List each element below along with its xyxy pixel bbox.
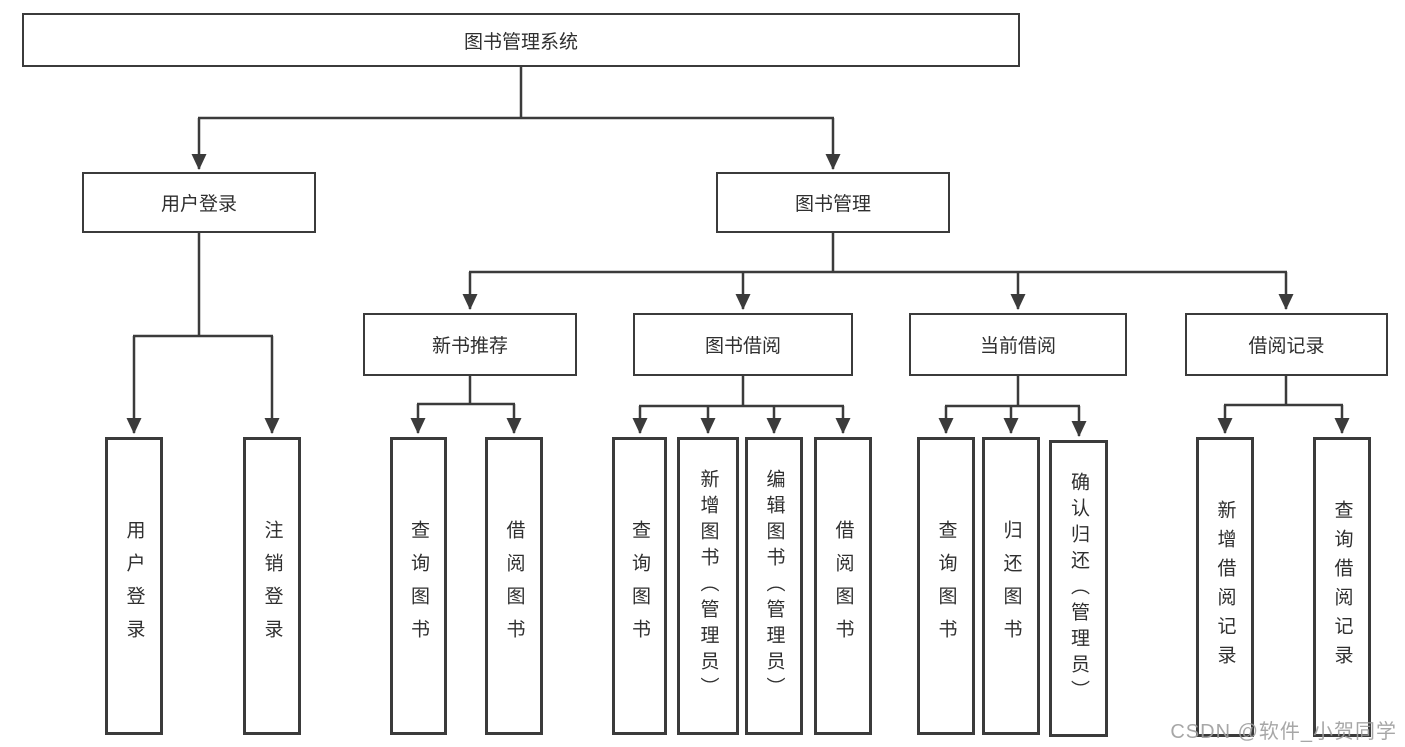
- leaf-query-borrow-record: 查询借阅记录: [1313, 437, 1371, 737]
- node-current-borrow: 当前借阅: [909, 313, 1127, 376]
- leaf-query-books: 查询图书: [917, 437, 975, 735]
- leaf-query-books: 查询图书: [612, 437, 667, 735]
- node-borrow-records: 借阅记录: [1185, 313, 1388, 376]
- leaf-return-book: 归还图书: [982, 437, 1040, 735]
- node-new-book-recommend: 新书推荐: [363, 313, 577, 376]
- node-user-login: 用户登录: [82, 172, 316, 233]
- watermark-text: CSDN @软件_小贺同学: [1170, 721, 1397, 743]
- node-book-management: 图书管理: [716, 172, 950, 233]
- leaf-edit-book-admin: 编辑图书（管理员）: [745, 437, 803, 735]
- leaf-user-login: 用户登录: [105, 437, 163, 735]
- node-book-borrow: 图书借阅: [633, 313, 853, 376]
- leaf-add-borrow-record: 新增借阅记录: [1196, 437, 1254, 737]
- leaf-query-books: 查询图书: [390, 437, 447, 735]
- leaf-add-book-admin: 新增图书（管理员）: [677, 437, 739, 735]
- leaf-confirm-return-admin: 确认归还（管理员）: [1049, 440, 1108, 737]
- leaf-logout: 注销登录: [243, 437, 301, 735]
- node-library-system: 图书管理系统: [22, 13, 1020, 67]
- leaf-borrow-books: 借阅图书: [814, 437, 872, 735]
- leaf-borrow-books: 借阅图书: [485, 437, 543, 735]
